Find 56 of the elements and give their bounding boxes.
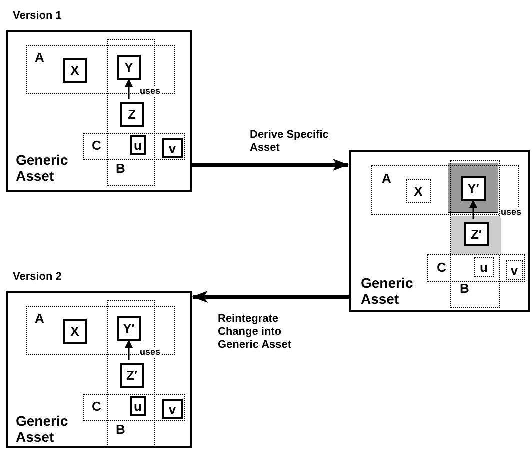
edge-label: uses <box>500 207 523 218</box>
component-label: v <box>168 142 176 154</box>
region-label: B <box>460 282 470 297</box>
component-box <box>117 55 141 80</box>
component-label: u <box>480 260 488 274</box>
component-box <box>130 135 146 155</box>
component-label: u <box>134 138 142 152</box>
component-box <box>117 316 141 341</box>
component-label: X <box>70 325 80 338</box>
component-label: Z′ <box>126 369 138 382</box>
version-heading: Version 2 <box>13 270 62 285</box>
dotted-component-box <box>474 257 494 277</box>
component-label: Z <box>128 108 136 121</box>
component-box <box>120 102 144 127</box>
component-box <box>461 176 486 201</box>
asset-label: Generic Asset <box>361 275 414 308</box>
region-label: B <box>116 423 126 438</box>
shaded-region <box>448 163 498 213</box>
region-label: A <box>35 51 44 66</box>
region-label: C <box>437 261 446 276</box>
component-label: v <box>168 402 176 416</box>
component-box <box>464 222 489 246</box>
component-box <box>130 396 146 416</box>
asset-panel <box>349 150 530 312</box>
component-label: u <box>134 400 142 412</box>
dotted-component-box <box>506 260 523 280</box>
asset-label: Generic Asset <box>16 152 70 184</box>
component-box <box>162 138 183 158</box>
region-label: C <box>92 400 102 415</box>
region-label: A <box>382 172 392 187</box>
region-label: C <box>92 139 102 154</box>
component-label: Y′ <box>123 322 135 335</box>
asset-label: Generic Asset <box>16 413 70 446</box>
edge-label: uses <box>139 86 162 97</box>
dotted-region <box>427 254 525 282</box>
arrow <box>470 200 478 219</box>
component-box <box>120 363 144 388</box>
component-box <box>162 399 183 419</box>
component-box <box>63 319 87 344</box>
component-label: X <box>414 184 423 198</box>
dotted-component-box <box>406 179 431 203</box>
arrow <box>125 340 133 360</box>
component-box <box>63 58 87 83</box>
shaded-region <box>451 216 501 255</box>
region-label: B <box>116 162 126 177</box>
version-heading: Version 1 <box>13 9 62 24</box>
arrow <box>192 291 349 303</box>
arrow <box>125 79 133 99</box>
component-label: X <box>70 64 80 77</box>
component-label: Y′ <box>468 182 480 195</box>
component-label: Z′ <box>470 228 482 240</box>
region-label: A <box>35 312 44 327</box>
arrow <box>192 159 349 171</box>
component-label: v <box>510 264 518 276</box>
edge-label: uses <box>139 347 162 358</box>
component-label: Y <box>124 61 134 74</box>
